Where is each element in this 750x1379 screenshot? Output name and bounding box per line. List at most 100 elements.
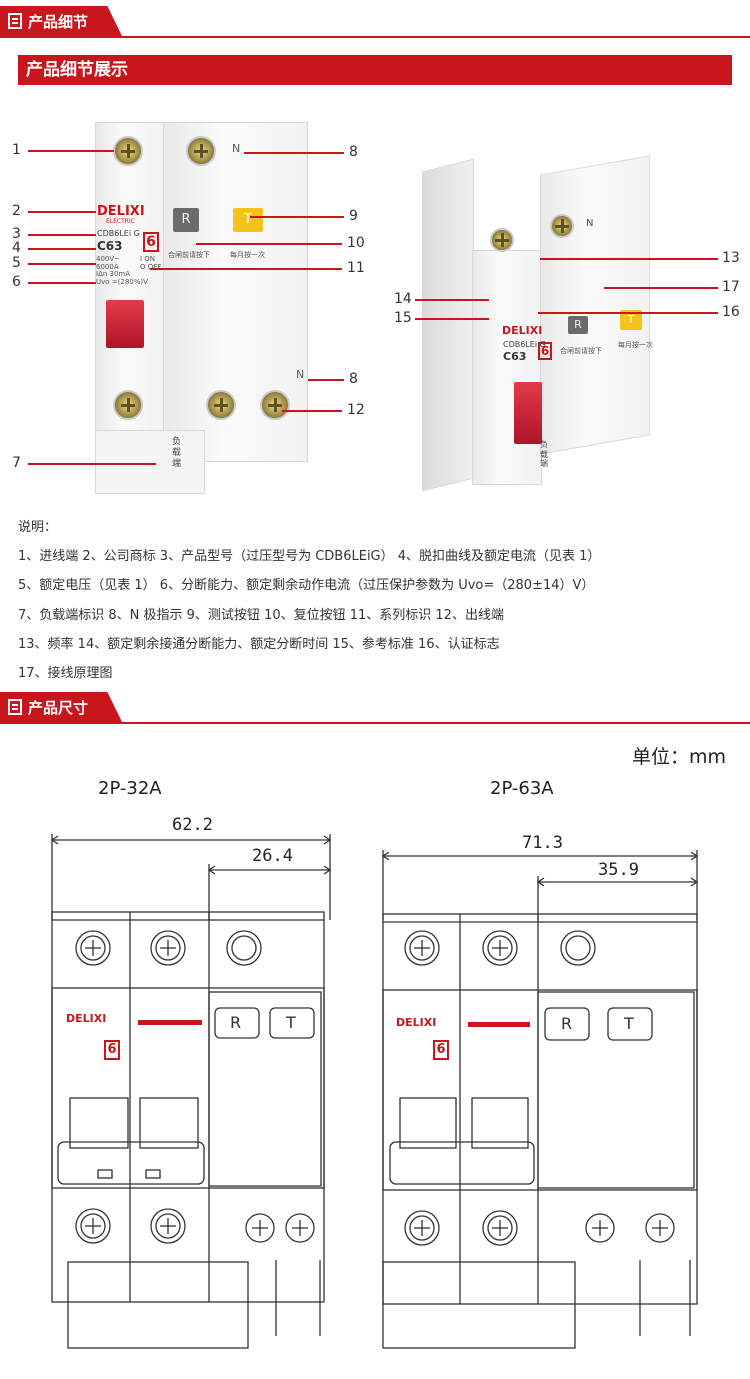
drawing-red-stripe (468, 1022, 530, 1027)
callout-line (308, 379, 344, 381)
test-button-angled: T (620, 310, 642, 330)
section-header-details: 产品细节 (0, 4, 750, 38)
test-button: T (233, 208, 263, 232)
drawing-series-mark-right: 6 (433, 1040, 449, 1060)
callout-number: 16 (722, 304, 740, 320)
drawing-2p-32a (50, 834, 332, 1349)
section-tab-label: 产品尺寸 (28, 698, 89, 717)
callout-number: 10 (347, 235, 365, 251)
callout-line (28, 150, 114, 152)
test-note-angled: 每月按一次 (618, 341, 653, 349)
callout-line (604, 287, 718, 289)
brand-logo: DELIXI (97, 204, 145, 219)
callout-line (196, 243, 342, 245)
breaker-angled-side (422, 158, 474, 492)
n-pole-label-bottom: N (296, 368, 305, 381)
terminal-screw-icon (206, 390, 236, 420)
terminal-screw-icon (113, 136, 143, 166)
n-pole-label-angled: N (586, 218, 594, 229)
legend-heading: 说明： (18, 520, 58, 535)
callout-number: 1 (12, 142, 21, 158)
callout-line (28, 234, 96, 236)
model-label-angled: CDB6LEi G (503, 340, 546, 349)
callout-number: 6 (12, 274, 21, 290)
reset-button: R (173, 208, 199, 232)
callout-number: 8 (349, 371, 358, 387)
model-right: 2P-63A (490, 778, 554, 799)
legend-line: 17、接线原理图 (18, 666, 113, 681)
callout-line (28, 211, 96, 213)
dimension-partial-left: 26.4 (252, 846, 293, 866)
callout-number: 7 (12, 455, 21, 471)
callout-number: 12 (347, 402, 365, 418)
model-left: 2P-32A (98, 778, 162, 799)
breaker-front-photo: N N DELIXI ELECTRIC CDB6LEi G C63 6 400V… (0, 100, 380, 500)
load-terminal-block (95, 430, 205, 494)
legend-line: 13、频率 14、额定剩余接通分断能力、额定分断时间 15、参考标准 16、认证… (18, 637, 500, 652)
drawing-r-button-right: R (561, 1014, 573, 1033)
dimension-overall-right: 71.3 (522, 833, 563, 853)
brand-sub: ELECTRIC (106, 218, 135, 225)
drawing-brand-right: DELIXI (396, 1016, 437, 1029)
breaker-angled-module (540, 155, 650, 455)
callout-number: 3 (12, 226, 21, 242)
drawing-red-stripe (138, 1020, 202, 1025)
terminal-screw-icon (260, 390, 290, 420)
reset-note: 合闸前请按下 (168, 251, 210, 259)
terminal-screw-icon (550, 214, 574, 238)
callout-number: 9 (349, 208, 358, 224)
test-note: 每月按一次 (230, 251, 265, 259)
series-mark: 6 (143, 232, 159, 252)
callout-line (150, 268, 342, 270)
callout-line (415, 299, 489, 301)
reset-note-angled: 合闸前请按下 (560, 347, 602, 355)
drawing-t-button-left: T (286, 1013, 296, 1032)
callout-line (540, 258, 718, 260)
document-icon (8, 13, 22, 29)
drawing-2p-63a (381, 850, 699, 1349)
callout-line (538, 312, 718, 314)
callout-number: 5 (12, 255, 21, 271)
drawing-t-button-right: T (624, 1014, 634, 1033)
callout-number: 8 (349, 144, 358, 160)
callout-number: 2 (12, 203, 21, 219)
n-pole-label: N (232, 142, 241, 155)
document-icon (8, 699, 22, 715)
terminal-screw-icon (186, 136, 216, 166)
section-title: 产品细节展示 (18, 55, 732, 85)
series-mark-angled: 6 (538, 342, 552, 360)
terminal-screw-icon (113, 390, 143, 420)
dimension-partial-right: 35.9 (598, 860, 639, 880)
section-tab-label: 产品细节 (28, 12, 89, 31)
curve-label-angled: C63 (503, 350, 527, 363)
drawing-series-mark-left: 6 (104, 1040, 120, 1060)
callout-line (28, 463, 156, 465)
dimension-overall-left: 62.2 (172, 815, 213, 835)
terminal-screw-icon (490, 228, 514, 252)
drawing-r-button-left: R (230, 1013, 242, 1032)
model-label: CDB6LEi G (97, 229, 140, 238)
callout-line (244, 152, 344, 154)
legend-line: 7、负载端标识 8、N 极指示 9、测试按钮 10、复位按钮 11、系列标识 1… (18, 608, 504, 623)
callout-line (28, 282, 96, 284)
drawing-brand-left: DELIXI (66, 1012, 107, 1025)
unit-label: 单位：mm (632, 746, 727, 768)
callout-line (415, 318, 489, 320)
dimension-drawings (50, 834, 699, 1349)
breaker-handle-angled (514, 382, 542, 444)
section-tab-dimensions: 产品尺寸 (0, 692, 122, 722)
legend-line: 1、进线端 2、公司商标 3、产品型号（过压型号为 CDB6LEiG） 4、脱扣… (18, 549, 601, 564)
curve-label: C63 (97, 239, 123, 253)
callout-line (250, 216, 344, 218)
breaker-angled-front (472, 250, 542, 485)
section-header-dimensions: 产品尺寸 (0, 690, 750, 724)
callout-line (282, 410, 342, 412)
load-side-label-angled: 负载端 (540, 440, 548, 469)
callout-number: 17 (722, 279, 740, 295)
load-side-label: 负载端 (172, 437, 182, 469)
breaker-handle (106, 300, 144, 348)
callout-number: 15 (394, 310, 412, 326)
callout-number: 14 (394, 291, 412, 307)
callout-number: 11 (347, 260, 365, 276)
callout-line (28, 248, 96, 250)
